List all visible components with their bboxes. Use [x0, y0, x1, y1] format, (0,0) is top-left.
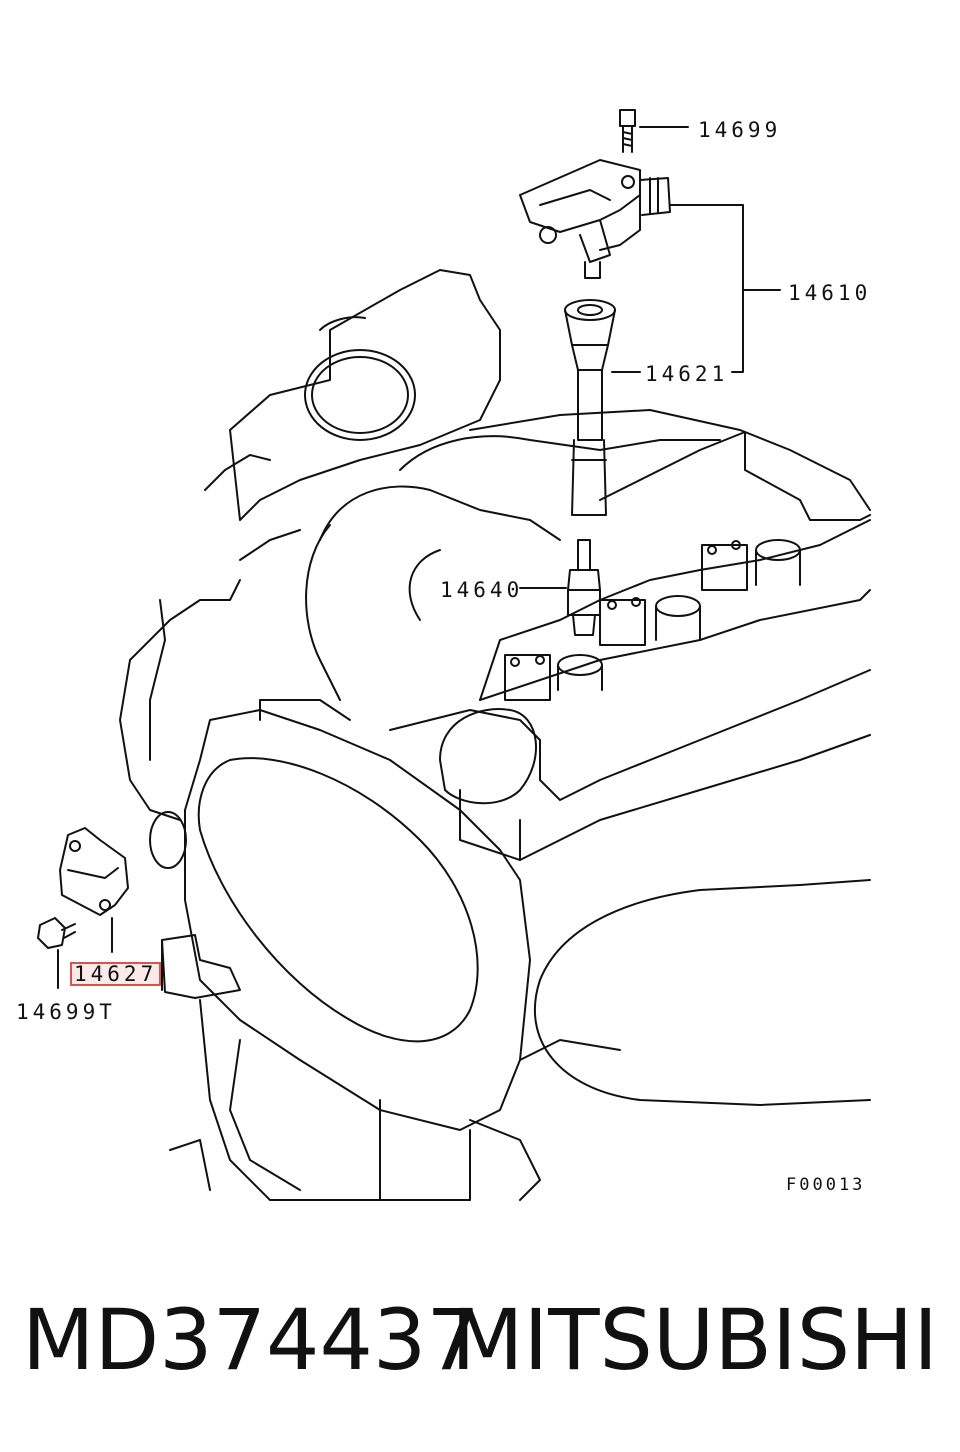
leader-lines: [611, 204, 781, 373]
spark-plug-part: [519, 539, 601, 636]
brand-name: MITSUBISHI: [450, 1291, 938, 1389]
callout-spark-plug: 14640: [440, 578, 524, 602]
callout-sensor-bolt: 14699T: [16, 1000, 116, 1024]
engine-block-outline: [119, 269, 871, 1201]
callout-sensor-highlighted: 14627: [70, 962, 162, 986]
callout-ignition-coil: 14610: [788, 281, 872, 305]
top-bolt-part: [619, 109, 689, 153]
ignition-coil-part: [519, 159, 671, 279]
coil-boot-part: [564, 299, 616, 516]
engine-parts-diagram: [37, 109, 871, 1201]
plug-well-3: [701, 539, 801, 591]
footer: MD374437 MITSUBISHI: [0, 1290, 960, 1400]
callout-coil-boot: 14621: [645, 362, 729, 386]
figure-code: F00013: [786, 1175, 866, 1195]
plug-well-1: [504, 654, 603, 701]
sensor-part: [59, 827, 129, 953]
sensor-bolt-part: [37, 917, 76, 989]
plug-well-2: [599, 595, 701, 646]
part-number: MD374437: [22, 1291, 480, 1389]
callout-bolt-top: 14699: [698, 118, 782, 142]
